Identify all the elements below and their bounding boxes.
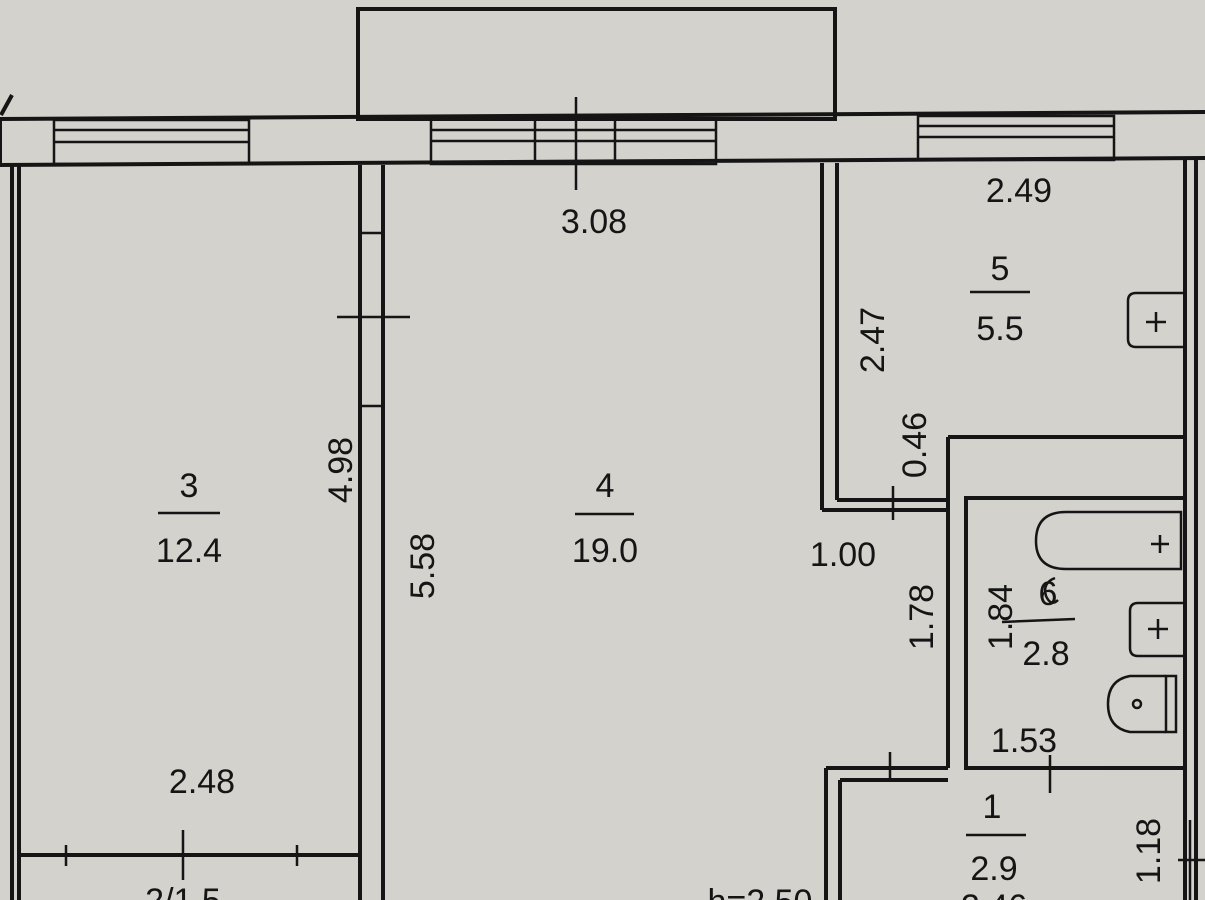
dim-2-48: 2.48: [169, 763, 235, 801]
dim-4-98: 4.98: [322, 437, 360, 503]
balcony-door-window: [429, 97, 718, 190]
room-3-area: 12.4: [156, 532, 222, 570]
dim-3-08: 3.08: [561, 203, 627, 241]
corridor-wall: [19, 830, 360, 880]
dim-2-49: 2.49: [986, 172, 1052, 210]
sink-icon: [1128, 601, 1185, 658]
room-2-area: 1.5: [174, 882, 221, 900]
toilet-icon: [1106, 674, 1178, 734]
room-6-number: 6: [1039, 575, 1058, 613]
ceiling-height-label: h=2.50: [708, 883, 813, 900]
bathroom-walls: [964, 496, 1187, 793]
dim-1-53: 1.53: [991, 722, 1057, 760]
wall-room3-room4: [337, 165, 410, 900]
dim-1-78: 1.78: [903, 584, 941, 650]
room-1-sub-label: 2.46: [961, 888, 1027, 900]
dim-2-47: 2.47: [854, 307, 892, 373]
room-6-area: 2.8: [1022, 635, 1069, 673]
stove-icon: [1126, 291, 1185, 349]
window-kitchen: [916, 114, 1116, 162]
room-3-number: 3: [180, 467, 199, 505]
room-1-number: 1: [983, 788, 1002, 826]
room-2-slash: /: [164, 882, 174, 900]
room-2-number: 2: [145, 882, 164, 900]
dim-1-00: 1.00: [810, 536, 876, 574]
room-5-number: 5: [991, 250, 1010, 288]
exterior-wall-left: [10, 165, 21, 900]
balcony: [356, 7, 837, 121]
room-5-area: 5.5: [976, 310, 1023, 348]
fraction-bars: [158, 290, 1076, 837]
room-1-area: 2.9: [970, 850, 1017, 888]
dim-1-18: 1.18: [1130, 818, 1168, 884]
window-left: [52, 118, 251, 166]
hall-walls: [824, 752, 948, 900]
dim-5-58: 5.58: [404, 533, 442, 599]
room-4-area: 19.0: [572, 532, 638, 570]
dim-1-84: 1.84: [982, 584, 1020, 650]
kitchen-walls: [820, 163, 1185, 768]
room-2-label: 2/1.5: [145, 882, 221, 900]
room-4-number: 4: [596, 467, 615, 505]
dim-0-46: 0.46: [896, 412, 934, 478]
bathtub-icon: [1034, 510, 1183, 604]
